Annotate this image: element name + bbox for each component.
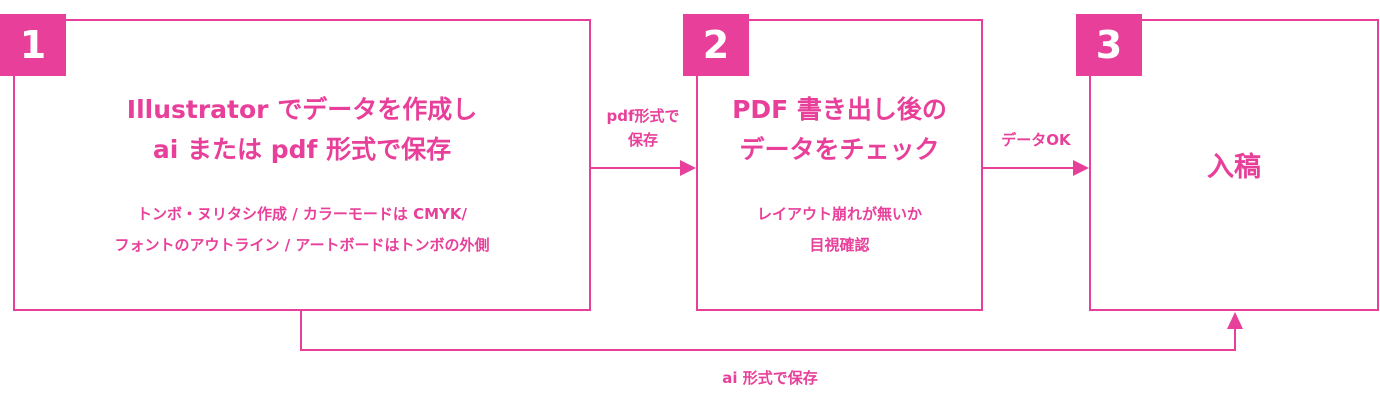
arrowhead-1-to-3 [1227, 312, 1243, 329]
step-2-detail-line-2: 目視確認 [809, 236, 870, 254]
step-3-title: 入稿 [1207, 152, 1261, 183]
arrowhead-2-to-3 [1073, 160, 1089, 176]
edge-2-3-label: データOK [1001, 131, 1071, 149]
edge-1-2-label-line-2: 保存 [627, 131, 658, 149]
step-1-detail-line-1: トンボ・ヌリタシ作成 / カラーモードは CMYK/ [136, 205, 468, 223]
edge-1-2-label-line-1: pdf形式で [606, 107, 680, 125]
step-3-badge: 3 [1076, 14, 1142, 76]
arrowhead-1-to-2 [680, 160, 696, 176]
step-1-title-line-2: ai または pdf 形式で保存 [152, 135, 452, 164]
step-1-box: Illustrator でデータを作成し ai または pdf 形式で保存 トン… [13, 19, 591, 311]
edge-1-3-label: ai 形式で保存 [722, 369, 818, 387]
step-1-detail-line-2: フォントのアウトライン / アートボードはトンボの外側 [114, 236, 490, 254]
step-2-detail-line-1: レイアウト崩れが無いか [756, 205, 922, 223]
step-1-title-line-1: Illustrator でデータを作成し [126, 95, 478, 124]
connector-1-to-3 [300, 310, 1236, 351]
step-2-title-line-2: データをチェック [739, 135, 940, 164]
step-2-badge: 2 [683, 14, 749, 76]
step-2-title-line-1: PDF 書き出し後の [732, 95, 947, 124]
step-1-badge: 1 [0, 14, 66, 76]
